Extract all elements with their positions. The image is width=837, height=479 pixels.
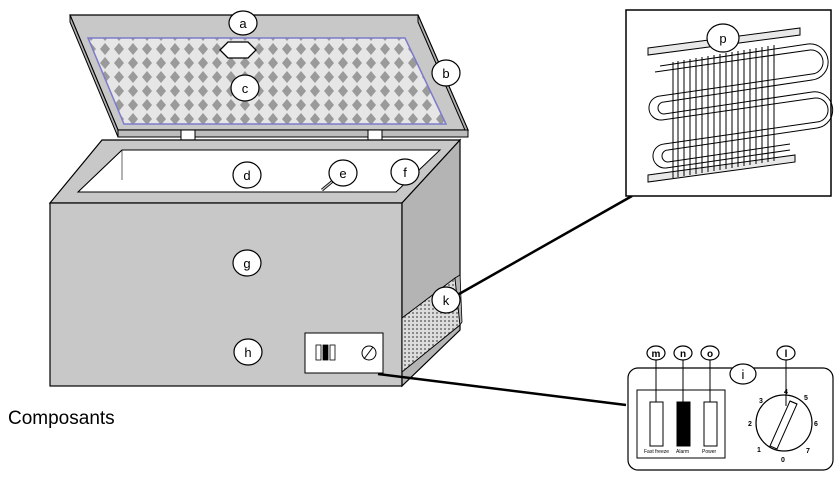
svg-text:n: n (680, 349, 686, 360)
svg-text:o: o (707, 349, 713, 360)
svg-text:f: f (403, 165, 407, 180)
svg-text:g: g (243, 256, 250, 271)
svg-text:e: e (339, 166, 346, 181)
dial-number: 0 (781, 457, 785, 464)
dial-number: 3 (759, 398, 763, 405)
fast-freeze-label: Fast freeze (644, 449, 669, 455)
svg-text:d: d (243, 168, 250, 183)
callout-l: l (776, 345, 796, 361)
power-label: Power (702, 449, 717, 455)
dial-number: 1 (757, 447, 761, 454)
callout-d: d (232, 161, 262, 189)
dial-number: 6 (814, 421, 818, 428)
dial-number: 7 (806, 448, 810, 455)
callout-a: a (228, 10, 258, 36)
callout-m: m (646, 345, 666, 361)
svg-text:b: b (442, 66, 449, 81)
alarm-label: Alarm (676, 449, 689, 455)
callout-o: o (700, 345, 720, 361)
panel-pointer-lines (655, 360, 787, 406)
control-panel-small (304, 332, 384, 374)
dial-number: 5 (804, 395, 808, 402)
svg-text:h: h (244, 345, 251, 360)
power-indicator (703, 401, 718, 447)
svg-text:k: k (443, 293, 450, 308)
callout-h: h (233, 338, 263, 366)
callout-b: b (431, 59, 461, 87)
callout-p: p (706, 23, 740, 53)
svg-text:a: a (239, 16, 247, 31)
svg-text:i: i (742, 367, 745, 382)
caption: Composants (8, 408, 115, 429)
dial-number: 2 (748, 421, 752, 428)
callout-k: k (431, 286, 461, 314)
callout-e: e (328, 159, 358, 187)
svg-text:l: l (785, 349, 788, 360)
callout-f: f (390, 158, 420, 186)
lid-lock-icon (219, 41, 257, 59)
svg-text:m: m (652, 349, 661, 360)
svg-text:p: p (719, 31, 726, 46)
fast-freeze-switch (649, 401, 664, 447)
callout-c: c (230, 74, 260, 102)
callout-g: g (232, 249, 262, 277)
svg-text:c: c (242, 81, 249, 96)
thermostat-dial (755, 394, 813, 452)
alarm-indicator (676, 401, 691, 447)
lid-liner-pattern (86, 37, 448, 125)
leader-lines (377, 194, 633, 407)
callout-n: n (673, 345, 693, 361)
callout-i: i (729, 363, 757, 385)
